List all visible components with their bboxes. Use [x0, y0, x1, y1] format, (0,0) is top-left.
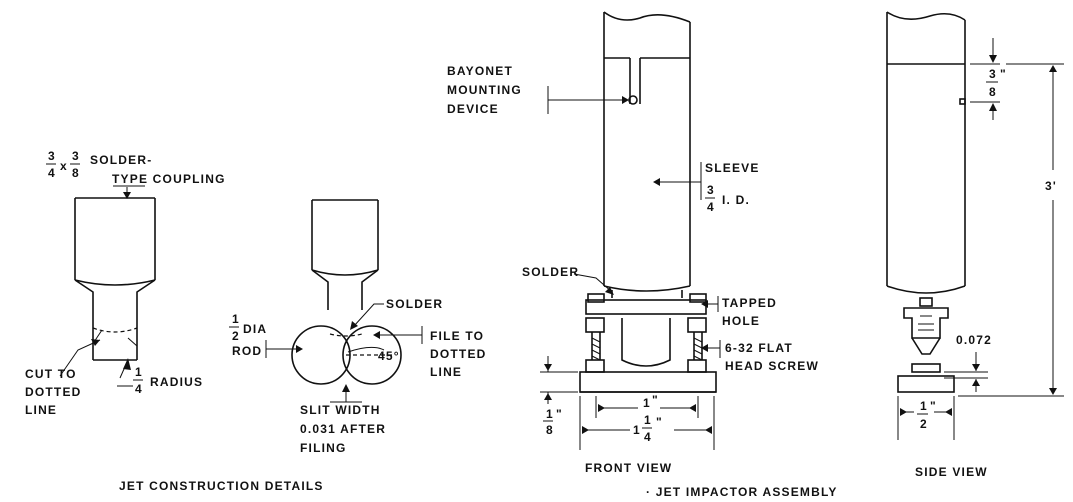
- svg-text:1: 1: [633, 423, 641, 437]
- svg-text:RADIUS: RADIUS: [150, 375, 203, 389]
- front-view-base: [579, 293, 717, 393]
- svg-text:8: 8: [546, 423, 554, 437]
- bayonet-label: BAYONET MOUNTING DEVICE: [447, 64, 629, 116]
- coupling-label: 3 4 x 3 8 SOLDER- TYPE COUPLING: [46, 149, 226, 199]
- svg-text:SLEEVE: SLEEVE: [705, 161, 760, 175]
- side-view-caption: SIDE VIEW: [915, 465, 988, 479]
- dim-eighth: 1 8 ": [540, 356, 578, 437]
- svg-text:MOUNTING: MOUNTING: [447, 83, 522, 97]
- jet-details-caption: JET CONSTRUCTION DETAILS: [119, 479, 324, 493]
- dim-one-inch: 1 ": [595, 393, 699, 418]
- svg-text:8: 8: [989, 85, 997, 99]
- rod-label: 1 2 DIA ROD: [229, 312, 303, 358]
- svg-text:2: 2: [232, 329, 240, 343]
- svg-text:TAPPED: TAPPED: [722, 296, 777, 310]
- svg-text:FILE TO: FILE TO: [430, 329, 484, 343]
- coupling-x: x: [60, 159, 68, 173]
- side-view-tube: [886, 11, 966, 393]
- svg-text:HEAD SCREW: HEAD SCREW: [725, 359, 819, 373]
- svg-text:": ": [930, 399, 937, 413]
- svg-text:SLIT WIDTH: SLIT WIDTH: [300, 403, 381, 417]
- svg-text:I. D.: I. D.: [722, 193, 750, 207]
- svg-text:BAYONET: BAYONET: [447, 64, 513, 78]
- frac-3-8-den: 8: [72, 166, 80, 180]
- svg-text:4: 4: [644, 430, 652, 444]
- coupling-line1: SOLDER-: [90, 153, 152, 167]
- svg-text:LINE: LINE: [430, 365, 462, 379]
- jet-rod-assembly: [291, 199, 402, 385]
- svg-text:LINE: LINE: [25, 403, 57, 417]
- svg-text:": ": [556, 407, 563, 421]
- svg-text:ROD: ROD: [232, 344, 262, 358]
- svg-text:": ": [652, 393, 659, 407]
- svg-text:1: 1: [920, 399, 928, 413]
- svg-text:DOTTED: DOTTED: [25, 385, 82, 399]
- dim-height: 3': [958, 63, 1064, 397]
- sleeve-label: SLEEVE 3 4 I. D.: [653, 161, 760, 214]
- slit-label: SLIT WIDTH 0.031 AFTER FILING: [300, 384, 386, 455]
- svg-text:4: 4: [135, 382, 143, 396]
- svg-text:SOLDER: SOLDER: [386, 297, 443, 311]
- svg-text:3: 3: [707, 183, 715, 197]
- svg-text:0.072: 0.072: [956, 333, 992, 347]
- dim-half: 1 2 ": [897, 396, 955, 440]
- svg-text:2: 2: [920, 417, 928, 431]
- radius-label: 1 4 RADIUS: [117, 358, 203, 396]
- svg-text:DOTTED: DOTTED: [430, 347, 487, 361]
- svg-text:6-32 FLAT: 6-32 FLAT: [725, 341, 793, 355]
- solder-label-jet: SOLDER: [350, 297, 443, 330]
- coupling-line2: TYPE COUPLING: [112, 172, 226, 186]
- svg-text:1: 1: [546, 407, 554, 421]
- svg-text:1: 1: [135, 365, 143, 379]
- front-view-tube: [603, 11, 691, 298]
- svg-text:SOLDER: SOLDER: [522, 265, 579, 279]
- assembly-caption: · JET IMPACTOR ASSEMBLY: [646, 485, 838, 499]
- cut-label: CUT TO DOTTED LINE: [25, 339, 101, 417]
- dim-gap: 0.072: [944, 333, 992, 392]
- svg-text:3: 3: [989, 67, 997, 81]
- svg-text:": ": [1000, 67, 1007, 81]
- front-view-caption: FRONT VIEW: [585, 461, 672, 475]
- dim-one-quarter: 1 1 4 ": [579, 396, 715, 450]
- screw-label: 6-32 FLAT HEAD SCREW: [701, 340, 819, 373]
- jet-coupling-part: [74, 197, 156, 361]
- svg-text:1: 1: [643, 396, 651, 410]
- svg-text:HOLE: HOLE: [722, 314, 760, 328]
- svg-text:1: 1: [644, 413, 652, 427]
- svg-text:DEVICE: DEVICE: [447, 102, 499, 116]
- angle-label: 45°: [378, 349, 400, 363]
- dim-top-gap: 3 8 ": [970, 38, 1007, 120]
- svg-text:": ": [656, 415, 663, 429]
- svg-text:DIA: DIA: [243, 322, 267, 336]
- tapped-hole-label: TAPPED HOLE: [701, 296, 777, 328]
- frac-3-8-num: 3: [72, 149, 80, 163]
- svg-text:CUT TO: CUT TO: [25, 367, 77, 381]
- frac-3-4-num: 3: [48, 149, 56, 163]
- svg-text:4: 4: [707, 200, 715, 214]
- file-label: FILE TO DOTTED LINE 45°: [373, 326, 487, 379]
- svg-text:0.031 AFTER: 0.031 AFTER: [300, 422, 386, 436]
- svg-text:3': 3': [1045, 179, 1057, 193]
- solder-label-front: SOLDER: [522, 265, 614, 295]
- svg-text:1: 1: [232, 312, 240, 326]
- svg-text:FILING: FILING: [300, 441, 347, 455]
- frac-3-4-den: 4: [48, 166, 56, 180]
